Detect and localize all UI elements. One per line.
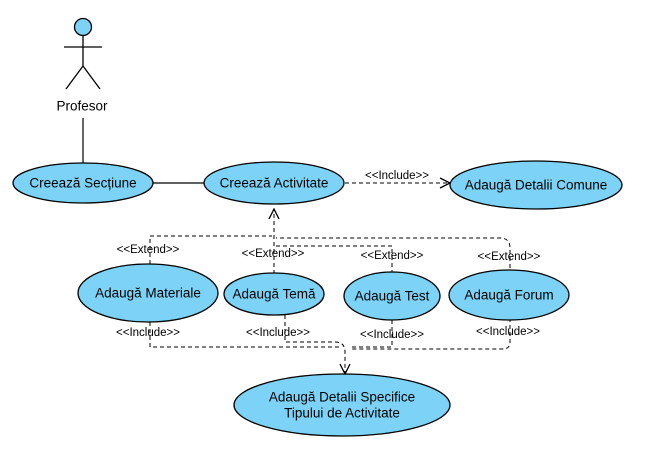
extend-label-tema: <<Extend>> bbox=[242, 248, 305, 260]
use-case-adauga-tema[interactable]: Adaugă Temă bbox=[223, 272, 325, 316]
include-label-materiale: <<Include>> bbox=[116, 327, 180, 339]
use-case-creeaza-activitate[interactable]: Creează Activitate bbox=[203, 161, 345, 205]
extend-label-forum: <<Extend>> bbox=[478, 251, 541, 263]
use-case-label-line2: Tipului de Activitate bbox=[284, 406, 400, 421]
use-case-adauga-test[interactable]: Adaugă Test bbox=[343, 271, 441, 321]
use-case-adauga-detalii-specifice[interactable]: Adaugă Detalii Specifice Tipului de Acti… bbox=[233, 373, 451, 437]
use-case-adauga-forum[interactable]: Adaugă Forum bbox=[448, 269, 570, 321]
use-case-ellipse bbox=[343, 271, 441, 321]
use-case-label: Adaugă Test bbox=[355, 289, 430, 304]
use-case-adauga-materiale[interactable]: Adaugă Materiale bbox=[77, 263, 219, 323]
use-case-label: Adaugă Temă bbox=[232, 287, 316, 302]
use-case-ellipse bbox=[12, 162, 154, 204]
actor-left-leg bbox=[65, 65, 84, 90]
extend-path-forum bbox=[276, 237, 511, 268]
include-path-tema bbox=[284, 315, 345, 374]
use-case-adauga-detalii-comune[interactable]: Adaugă Detalii Comune bbox=[449, 160, 623, 210]
use-case-ellipse bbox=[449, 160, 623, 210]
extend-label-test: <<Extend>> bbox=[361, 250, 424, 262]
extend-label-materiale: <<Extend>> bbox=[117, 244, 180, 256]
include-label-forum: <<Include>> bbox=[476, 326, 540, 338]
use-case-label: Adaugă Detalii Comune bbox=[465, 178, 608, 193]
use-case-label: Adaugă Materiale bbox=[95, 286, 201, 301]
use-case-ellipse bbox=[223, 272, 325, 316]
include-path-forum bbox=[350, 318, 511, 350]
extend-path-materiale bbox=[149, 235, 272, 264]
use-case-ellipse bbox=[203, 161, 345, 205]
actor-right-leg bbox=[82, 65, 101, 90]
use-case-ellipse bbox=[77, 263, 219, 323]
actor-label: Profesor bbox=[56, 99, 108, 114]
include-path-test bbox=[350, 320, 393, 348]
use-case-label: Creează Activitate bbox=[220, 176, 329, 191]
include-path-materiale bbox=[149, 322, 340, 348]
include-label-tema: <<Include>> bbox=[246, 327, 310, 339]
use-case-ellipse bbox=[448, 269, 570, 321]
extend-path-test bbox=[276, 245, 393, 274]
use-case-label-line1: Adaugă Detalii Specifice bbox=[269, 390, 415, 405]
include-label-test: <<Include>> bbox=[360, 329, 424, 341]
actor-profesor[interactable]: Profesor bbox=[56, 17, 108, 114]
actor-head bbox=[73, 17, 93, 37]
use-case-label: Creează Secțiune bbox=[29, 176, 136, 191]
use-case-ellipse bbox=[233, 373, 451, 437]
use-case-creeaza-sectiune[interactable]: Creează Secțiune bbox=[12, 162, 154, 204]
include-label-detalii-comune: <<Include>> bbox=[365, 170, 429, 182]
use-case-label: Adaugă Forum bbox=[464, 288, 553, 303]
